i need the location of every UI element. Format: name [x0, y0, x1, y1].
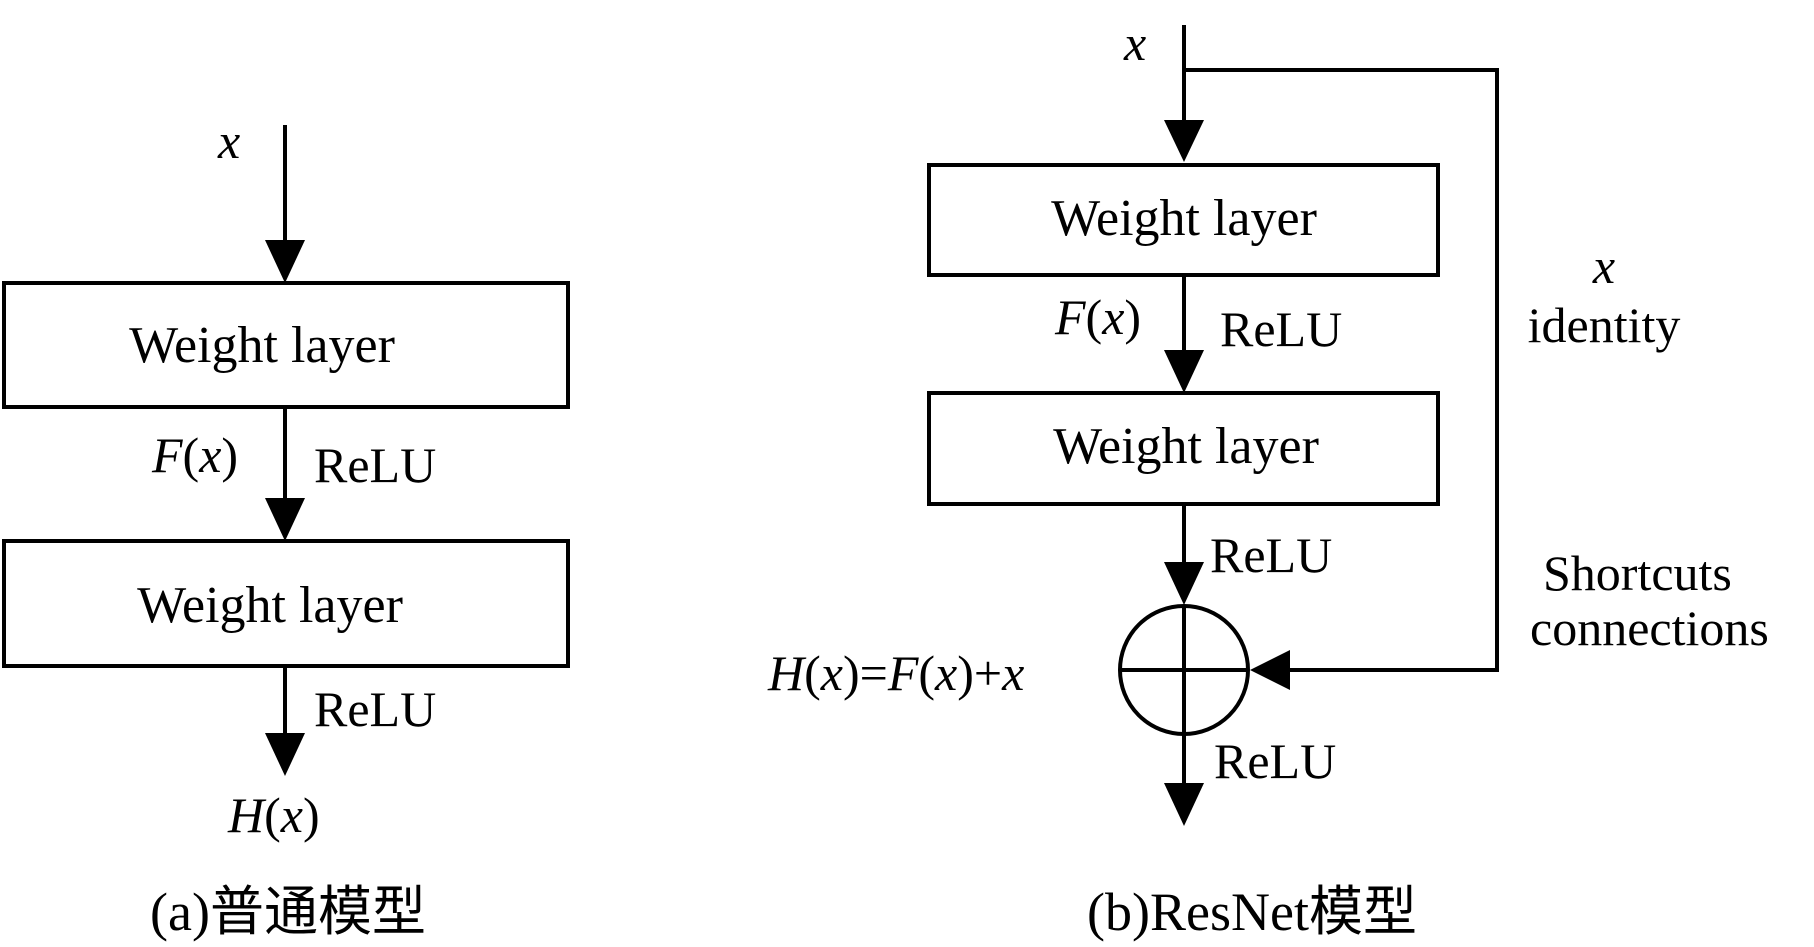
panel-a-output-label: H(x) [227, 787, 320, 843]
panel-b-relu-label-3: ReLU [1214, 733, 1336, 789]
panel-b-shortcut-x-label: x [1592, 238, 1615, 294]
panel-a-relu-label-2: ReLU [314, 681, 436, 737]
panel-b-relu-arrowhead-2 [1164, 562, 1204, 605]
panel-a-input-label: x [217, 113, 240, 169]
panel-b-shortcut-connection [1184, 68, 1499, 672]
panel-a-weight-layer-2-label: Weight layer [137, 577, 403, 634]
panel-a-weight-layer-1-label: Weight layer [129, 317, 395, 374]
panel-a-fx-label: F(x) [151, 427, 238, 483]
panel-a-relu-arrowhead-2 [265, 733, 305, 776]
panel-b-weight-layer-2 [927, 391, 1440, 506]
panel-b-weight-layer-1-label: Weight layer [1051, 190, 1317, 247]
panel-b-shortcut-label-line-1: Shortcuts [1543, 545, 1732, 601]
panel-b-shortcut-label-line-2: connections [1530, 600, 1769, 656]
panel-a-input-arrowhead [265, 240, 305, 283]
panel-b-shortcut-identity-label: identity [1528, 297, 1681, 353]
panel-b-input-arrowhead [1164, 120, 1204, 162]
panel-a-weight-layer-2 [2, 539, 570, 668]
panel-b-caption: (b)ResNet模型 [1087, 882, 1417, 942]
panel-b-weight-layer-2-label: Weight layer [1053, 418, 1319, 475]
panel-b-input-label: x [1123, 15, 1146, 71]
panel-b-weight-layer-1 [927, 163, 1440, 277]
panel-b-relu-label-2: ReLU [1210, 527, 1332, 583]
panel-b-sum-equation: H(x)=F(x)+x [767, 645, 1024, 701]
panel-a-relu-label-1: ReLU [314, 437, 436, 493]
panel-b-relu-label-1: ReLU [1220, 301, 1342, 357]
panel-b-shortcut-arrowhead [1250, 650, 1290, 690]
panel-a-plain-model: x Weight layer F(x) ReLU Weight layer Re… [2, 113, 570, 942]
panel-b-resnet-model: x Weight layer F(x) ReLU Weight layer Re… [767, 15, 1769, 942]
panel-a-caption: (a)普通模型 [150, 882, 426, 942]
panel-a-relu-arrowhead-1 [265, 498, 305, 541]
panel-b-relu-arrowhead-1 [1164, 350, 1204, 393]
panel-b-fx-label: F(x) [1054, 289, 1141, 345]
panel-b-output-arrowhead [1164, 783, 1204, 826]
